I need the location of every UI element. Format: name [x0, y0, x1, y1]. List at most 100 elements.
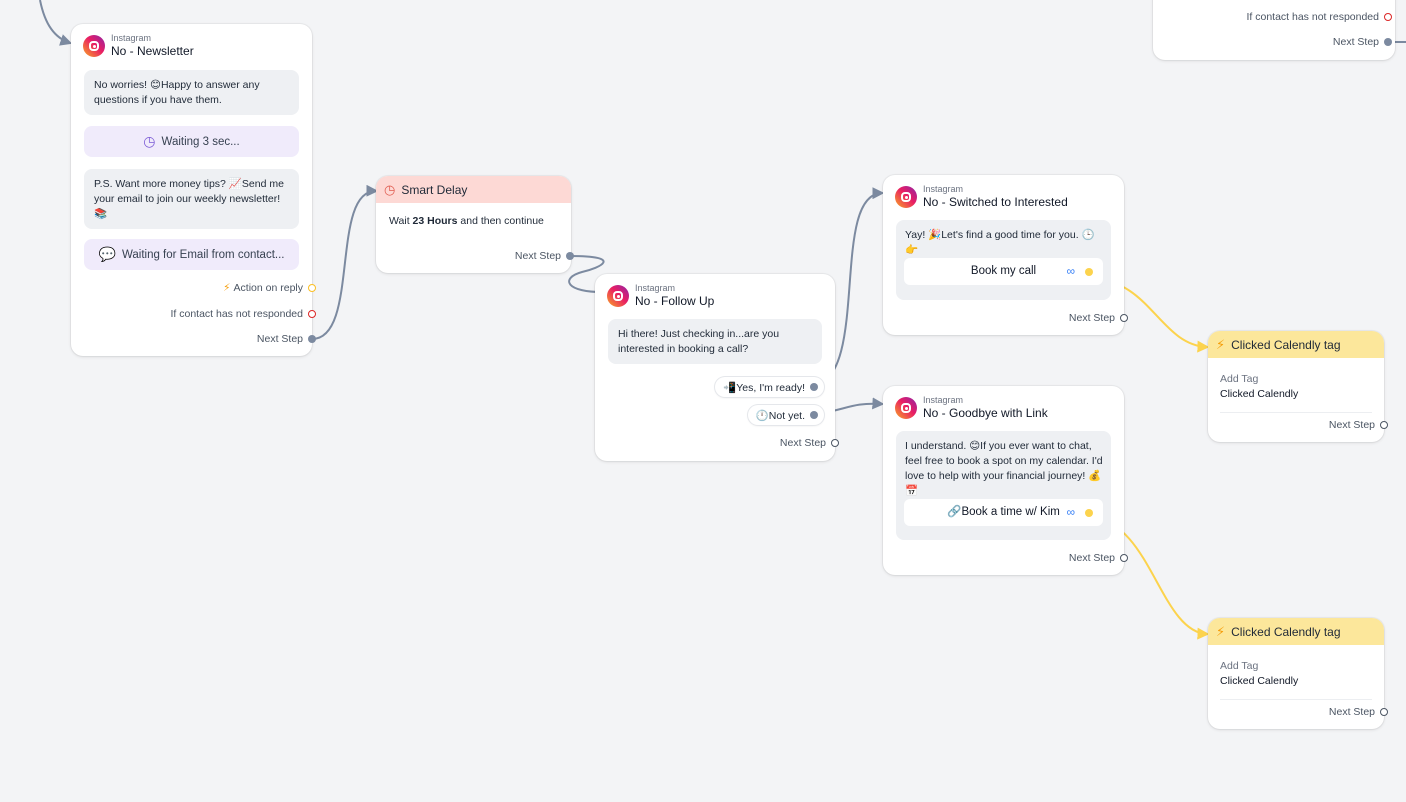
instagram-icon — [607, 285, 629, 307]
message-bubble[interactable]: P.S. Want more money tips? 📈Send me your… — [84, 169, 299, 229]
tag-action-label: Add Tag — [1220, 373, 1259, 385]
next-step-handle[interactable] — [1380, 708, 1388, 716]
message-with-button: Yay! 🎉Let's find a good time for you. 🕒👉… — [896, 220, 1111, 300]
message-text: Yay! 🎉Let's find a good time for you. 🕒👉 — [905, 229, 1095, 256]
clock-icon: ◷ — [143, 133, 156, 149]
button-label: 🔗Book a time w/ Kim — [947, 506, 1060, 518]
lightning-icon: ⚡ — [1216, 623, 1226, 639]
smart-delay-card[interactable]: ◷ Smart Delay Wait 23 Hours and then con… — [376, 176, 574, 273]
not-responded-label: If contact has not responded — [170, 308, 303, 320]
next-step-row: Next Step — [257, 333, 316, 345]
book-time-button[interactable]: 🔗Book a time w/ Kim ∞ — [904, 499, 1103, 526]
next-step-row: Next Step — [1329, 419, 1388, 431]
lightning-icon: ⚡ — [223, 282, 231, 294]
delay-description: Wait 23 Hours and then continue — [376, 203, 571, 227]
next-step-handle[interactable] — [1384, 38, 1392, 46]
card-title: No - Follow Up — [635, 293, 715, 308]
quick-reply-label: 📲Yes, I'm ready! — [723, 381, 805, 394]
action-on-reply-row: ⚡ Action on reply — [223, 282, 316, 294]
smart-delay-title: Smart Delay — [401, 182, 468, 197]
card-header: Instagram No - Follow Up — [595, 274, 835, 308]
timer-icon: ◷ — [384, 181, 396, 197]
interested-card[interactable]: Instagram No - Switched to Interested Ya… — [883, 175, 1128, 335]
tag-card-2[interactable]: ⚡ Clicked Calendly tag Add Tag Clicked C… — [1208, 618, 1388, 729]
next-step-row: Next Step — [1069, 552, 1128, 564]
link-icon: ∞ — [1066, 264, 1075, 278]
not-responded-handle[interactable] — [1384, 13, 1392, 21]
tag-header: ⚡ Clicked Calendly tag — [1208, 331, 1384, 358]
card-title: No - Newsletter — [111, 43, 194, 58]
smart-delay-header: ◷ Smart Delay — [376, 176, 571, 203]
tag-value: Clicked Calendly — [1220, 675, 1299, 687]
not-responded-row: If contact has not responded — [170, 308, 316, 320]
message-text: I understand. 😊If you ever want to chat,… — [905, 440, 1103, 497]
next-step-label: Next Step — [1328, 706, 1375, 718]
button-handle[interactable] — [1085, 267, 1093, 276]
next-step-handle[interactable] — [1380, 421, 1388, 429]
button-handle[interactable] — [1085, 508, 1093, 517]
divider — [1220, 699, 1372, 700]
next-step-row: Next Step — [780, 437, 839, 449]
message-with-button: I understand. 😊If you ever want to chat,… — [896, 431, 1111, 540]
next-step-label: Next Step — [256, 333, 303, 345]
goodbye-card[interactable]: Instagram No - Goodbye with Link I under… — [883, 386, 1128, 575]
connector-newsletter-to-delay — [311, 184, 379, 340]
wait-label: Waiting 3 sec... — [161, 135, 240, 148]
action-on-reply-label: Action on reply — [233, 282, 303, 294]
email-wait-label: Waiting for Email from contact... — [121, 248, 285, 261]
instagram-icon — [83, 35, 105, 57]
link-icon: ∞ — [1066, 505, 1075, 519]
top-partial-card[interactable]: If contact has not responded Next Step — [1153, 0, 1395, 60]
next-step-row: Next Step — [1069, 312, 1128, 324]
next-step-row: Next Step — [1329, 706, 1388, 718]
next-step-label: Next Step — [1068, 552, 1115, 564]
tag-title: Clicked Calendly tag — [1231, 624, 1341, 639]
card-title: No - Switched to Interested — [923, 194, 1068, 209]
quick-reply-yes[interactable]: 📲Yes, I'm ready! — [715, 377, 824, 397]
tag-body: Add Tag Clicked Calendly — [1208, 645, 1384, 689]
next-step-label: Next Step — [1068, 312, 1115, 324]
follow-up-card[interactable]: Instagram No - Follow Up Hi there! Just … — [595, 274, 839, 461]
not-responded-handle[interactable] — [308, 310, 316, 318]
book-call-button[interactable]: Book my call ∞ — [904, 258, 1103, 285]
wait-pill[interactable]: ◷ Waiting 3 sec... — [84, 126, 299, 157]
button-label: Book my call — [970, 265, 1037, 277]
platform-label: Instagram — [111, 32, 152, 43]
action-on-reply-handle[interactable] — [308, 284, 316, 292]
card-header: Instagram No - Switched to Interested — [883, 175, 1124, 209]
message-bubble[interactable]: Hi there! Just checking in...are you int… — [608, 319, 822, 364]
next-step-row: Next Step — [1333, 36, 1392, 48]
platform-label: Instagram — [923, 183, 964, 194]
card-header: Instagram No - Goodbye with Link — [883, 386, 1124, 420]
card-header: Instagram No - Newsletter — [71, 24, 312, 58]
next-step-handle[interactable] — [566, 252, 574, 260]
next-step-handle[interactable] — [1120, 314, 1128, 322]
chat-icon: 💬 — [98, 246, 116, 262]
delay-text-before: Wait — [389, 215, 413, 227]
tag-title: Clicked Calendly tag — [1231, 337, 1341, 352]
next-step-label: Next Step — [1328, 419, 1375, 431]
not-responded-label: If contact has not responded — [1246, 11, 1379, 23]
instagram-icon — [895, 186, 917, 208]
email-wait-pill[interactable]: 💬 Waiting for Email from contact... — [84, 239, 299, 270]
quick-reply-label: 🕛Not yet. — [755, 409, 805, 422]
newsletter-card[interactable]: Instagram No - Newsletter No worries! 😊H… — [71, 24, 316, 356]
next-step-label: Next Step — [1332, 36, 1379, 48]
tag-body: Add Tag Clicked Calendly — [1208, 358, 1384, 402]
message-bubble[interactable]: No worries! 😊Happy to answer any questio… — [84, 70, 299, 115]
quick-reply-not-yet[interactable]: 🕛Not yet. — [747, 405, 824, 425]
instagram-icon — [895, 397, 917, 419]
tag-header: ⚡ Clicked Calendly tag — [1208, 618, 1384, 645]
tag-card-1[interactable]: ⚡ Clicked Calendly tag Add Tag Clicked C… — [1208, 331, 1388, 442]
next-step-handle[interactable] — [1120, 554, 1128, 562]
delay-duration: 23 Hours — [412, 215, 458, 227]
tag-action-label: Add Tag — [1220, 660, 1259, 672]
card-title: No - Goodbye with Link — [923, 405, 1048, 420]
not-responded-row: If contact has not responded — [1246, 11, 1392, 23]
next-step-handle[interactable] — [831, 439, 839, 447]
quick-reply-handle[interactable] — [810, 383, 818, 391]
quick-reply-handle[interactable] — [810, 411, 818, 419]
next-step-handle[interactable] — [308, 335, 316, 343]
delay-text-after: and then continue — [457, 215, 544, 227]
connector-incoming-newsletter — [39, 0, 73, 46]
